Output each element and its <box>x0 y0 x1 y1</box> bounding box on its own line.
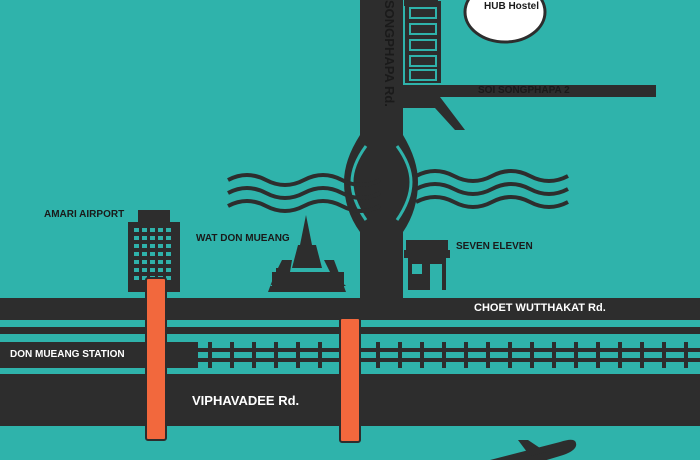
convenience-store-icon <box>404 240 450 290</box>
temple-icon <box>268 215 346 292</box>
hotel-building-icon <box>128 210 180 292</box>
station-label-don-mueang: DON MUEANG STATION <box>10 349 125 360</box>
railway-ties <box>208 342 688 368</box>
walkway-center <box>339 317 361 443</box>
landmark-label-amari-airport: AMARI AIRPORT <box>44 209 125 220</box>
airplane-icon <box>490 439 577 460</box>
walkway-amari <box>145 277 167 441</box>
songphapa-road <box>344 0 418 300</box>
road-label-choet-wutthakat: CHOET WUTTHAKAT Rd. <box>474 302 606 314</box>
landmark-label-seven-eleven: SEVEN ELEVEN <box>456 241 533 252</box>
hostel-logo <box>463 0 547 44</box>
river <box>227 169 569 213</box>
road-label-viphavadee: VIPHAVADEE Rd. <box>192 393 300 408</box>
road-label-songphapa: SONGPHAPA Rd. <box>382 0 397 107</box>
landmark-label-wat-don-mueang: WAT DON MUEANG <box>196 233 290 244</box>
hostel-logo-text: HUB Hostel <box>484 1 540 12</box>
road-label-soi-songphapa-2: SOI SONGPHAPA 2 <box>478 85 570 96</box>
